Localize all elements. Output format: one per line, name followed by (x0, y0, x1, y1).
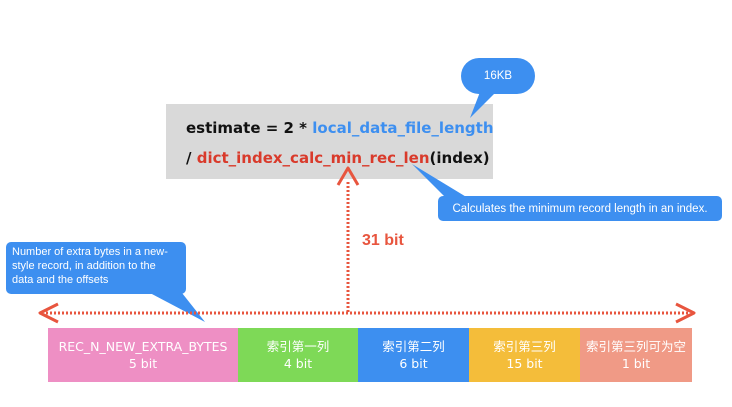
field-name: 索引第二列 (382, 339, 445, 354)
formula-argument: (index) (429, 149, 490, 167)
vertical-arrow-head (336, 166, 360, 186)
formula-prefix: estimate = 2 * (186, 119, 313, 137)
extra-bytes-callout: Number of extra bytes in a new-style rec… (6, 242, 186, 294)
formula-function: dict_index_calc_min_rec_len (196, 149, 430, 167)
field-bits: 4 bit (283, 356, 313, 371)
bit-total-label: 31 bit (362, 232, 404, 249)
description-callout: Calculates the minimum record length in … (438, 196, 722, 221)
record-fields: REC_N_NEW_EXTRA_BYTES 5 bit 索引第一列 4 bit 索引第二… (48, 328, 692, 382)
desc-callout-tail (412, 164, 468, 198)
field-block: 索引第一列 4 bit (238, 328, 358, 382)
size-callout-tail (470, 92, 496, 118)
field-bits: 6 bit (399, 356, 428, 371)
field-bits: 15 bit (506, 356, 543, 371)
formula-variable: local_data_file_length (312, 119, 494, 137)
field-block: 索引第二列 6 bit (358, 328, 469, 382)
formula-line-1: estimate = 2 * local_data_file_length (166, 119, 494, 137)
horizontal-arrow-right-head (675, 302, 696, 324)
field-block: 索引第三列可为空 1 bit (580, 328, 692, 382)
field-name: 索引第三列 (493, 339, 556, 354)
field-bits: 1 bit (621, 356, 651, 371)
field-name: 索引第一列 (266, 339, 330, 354)
field-bits: 5 bit (128, 356, 158, 371)
formula-divide: / (186, 149, 197, 167)
field-block: REC_N_NEW_EXTRA_BYTES 5 bit (48, 328, 238, 382)
horizontal-arrow-left-head (38, 302, 59, 324)
field-name: 索引第三列可为空 (585, 339, 686, 354)
size-callout: 16KB (461, 58, 535, 94)
extra-callout-tail (150, 293, 205, 322)
field-name: REC_N_NEW_EXTRA_BYTES (58, 339, 228, 354)
formula-box: estimate = 2 * local_data_file_length / … (166, 104, 494, 179)
formula-line-2: / dict_index_calc_min_rec_len(index) (166, 149, 493, 167)
field-block: 索引第三列 15 bit (469, 328, 580, 382)
